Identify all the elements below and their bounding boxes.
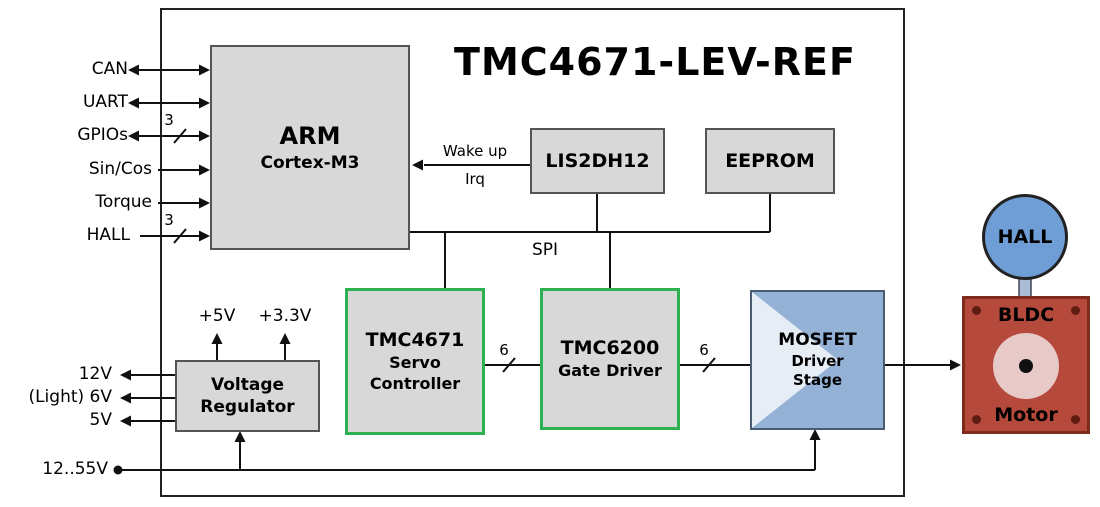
motor-name-label: Motor (994, 404, 1058, 426)
motor-type-label: BLDC (997, 304, 1055, 326)
bus-slash-hall (173, 228, 187, 244)
pin-label-uart: UART (82, 92, 128, 112)
wakeup-label: Wake up (442, 142, 508, 160)
servo-label: TMC4671 (365, 329, 465, 352)
spi-label: SPI (531, 240, 559, 260)
arm-sublabel: Cortex-M3 (260, 153, 360, 174)
accelerometer-block: LIS2DH12 (530, 128, 665, 194)
pin-label-can: CAN (91, 59, 128, 79)
motor-screw-icon (972, 415, 981, 424)
voltage-regulator-block: Voltage Regulator (175, 360, 320, 432)
output-label-6v: (Light) 6V (28, 387, 112, 407)
servo-sublabel-1: Servo (389, 353, 441, 373)
vreg-output-wires (120, 369, 175, 427)
arm-block: ARM Cortex-M3 (210, 45, 410, 250)
servo-sublabel-2: Controller (369, 373, 461, 393)
bus-width-gate-mosfet: 6 (699, 341, 709, 359)
mosfet-stage-block: MOSFET Driver Stage (750, 290, 885, 430)
vreg-label-2: Regulator (200, 397, 295, 417)
bldc-motor: BLDC Motor (962, 296, 1090, 434)
gate-driver-sublabel: Gate Driver (558, 360, 662, 380)
output-label-12v: 12V (78, 364, 112, 384)
bus-slash-gpios (173, 128, 187, 144)
supply-voltage-label: 12..55V (42, 459, 108, 479)
motor-shaft-dot (1019, 359, 1033, 373)
supply-wires (113, 429, 821, 475)
mosfet-label: MOSFET (778, 330, 857, 351)
mosfet-sublabel-1: Driver (791, 351, 844, 370)
motor-screw-icon (1071, 306, 1080, 315)
pin-label-gpios: GPIOs (77, 125, 128, 145)
irq-label: Irq (465, 170, 485, 188)
gate-driver-block: TMC6200 Gate Driver (540, 288, 680, 430)
bus-width-servo-gate: 6 (499, 341, 509, 359)
mosfet-sublabel-2: Stage (792, 371, 842, 390)
rail-label-3v3: +3.3V (258, 306, 312, 326)
spi-bus-wires (410, 194, 771, 288)
arm-label: ARM (279, 121, 341, 150)
hall-sensor-label: HALL (997, 226, 1053, 248)
vreg-label-1: Voltage (210, 374, 285, 395)
board-outline (160, 8, 905, 497)
gate-to-mosfet-wire (680, 357, 750, 373)
gate-driver-label: TMC6200 (560, 337, 660, 360)
eeprom-block: EEPROM (705, 128, 835, 194)
pin-label-torque: Torque (95, 192, 152, 212)
motor-screw-icon (1071, 415, 1080, 424)
servo-controller-block: TMC4671 Servo Controller (345, 288, 485, 435)
wakeup-wire (412, 159, 530, 171)
rail-label-5v: +5V (198, 306, 236, 326)
mosfet-arrow-shape (752, 292, 838, 428)
diagram-title: TMC4671-LEV-REF (454, 40, 856, 84)
accelerometer-label: LIS2DH12 (545, 149, 650, 172)
eeprom-label: EEPROM (725, 149, 815, 172)
hall-sensor: HALL (982, 194, 1068, 280)
servo-to-gate-wire (485, 357, 540, 373)
output-label-5v: 5V (89, 410, 112, 430)
mosfet-to-motor-wire (885, 359, 961, 371)
pin-label-sincos: Sin/Cos (88, 159, 152, 179)
motor-rotor (993, 333, 1059, 399)
pin-label-hall: HALL (86, 225, 130, 245)
mosfet-text: MOSFET Driver Stage (778, 329, 856, 390)
arm-pin-wires (128, 64, 210, 244)
bus-width-gpios: 3 (164, 111, 174, 129)
vreg-rail-wires (211, 333, 291, 360)
bus-width-hall: 3 (164, 211, 174, 229)
motor-screw-icon (972, 306, 981, 315)
